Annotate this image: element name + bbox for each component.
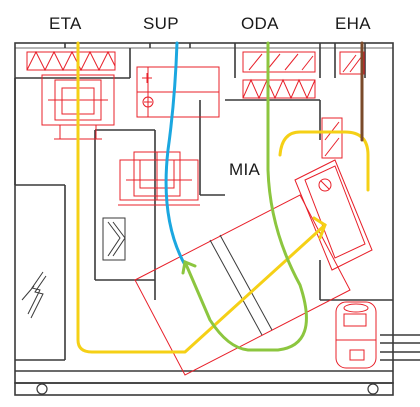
airflow-oda-arrow	[181, 259, 197, 275]
heater-symbols	[142, 73, 154, 108]
electrical-icon	[21, 271, 47, 319]
mia-damper	[321, 117, 343, 159]
oda-dampers	[242, 51, 365, 100]
compressor-icon	[335, 301, 377, 369]
airflow-oda	[183, 41, 308, 352]
label-sup: SUP	[143, 14, 179, 33]
airflow-sup	[164, 41, 187, 267]
heat-exchanger-icon	[134, 159, 373, 376]
unit-casing	[14, 42, 420, 396]
filter-icon	[26, 50, 116, 72]
airflow-eta	[76, 41, 370, 354]
label-eha: EHA	[335, 14, 371, 33]
heater-coil	[136, 66, 220, 118]
label-eta: ETA	[49, 14, 82, 33]
airflow-eta-arrow	[312, 216, 327, 240]
label-mia: MIA	[229, 160, 261, 179]
side-dampers	[102, 217, 126, 261]
label-oda: ODA	[241, 14, 279, 33]
